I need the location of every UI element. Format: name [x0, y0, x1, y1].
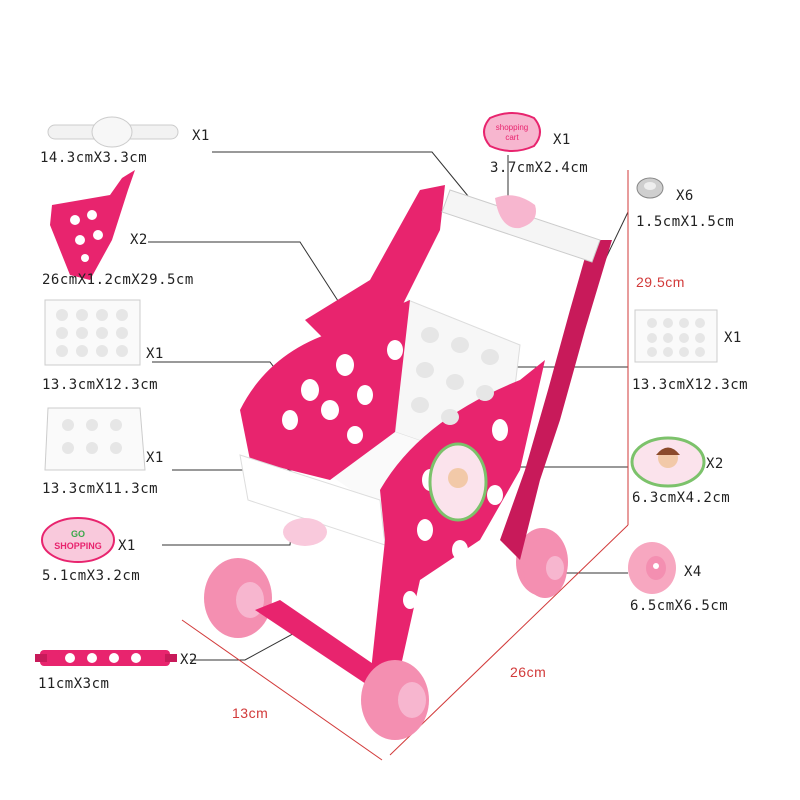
back-panel-size: 13.3cmX12.3cm — [42, 377, 159, 393]
handle-bar-size: 14.3cmX3.3cm — [40, 150, 148, 166]
bottom-panel-qty: X1 — [146, 450, 164, 466]
back-panel-qty: X1 — [146, 346, 164, 362]
leader-lines — [148, 151, 629, 661]
girl-sticker-image — [630, 436, 706, 488]
front-panel-image — [634, 309, 718, 363]
nut-size: 1.5cmX1.5cm — [636, 214, 735, 230]
axle-bar-size: 11cmX3cm — [38, 676, 110, 692]
girl-sticker-size: 6.3cmX4.2cm — [632, 490, 731, 506]
shopping-cart-main-image — [204, 185, 612, 740]
side-frame-size: 26cmX1.2cmX29.5cm — [42, 272, 194, 288]
back-panel-image — [44, 299, 141, 366]
svg-text:GO: GO — [71, 529, 85, 539]
nut-image — [636, 177, 664, 199]
shopping-cart-sticker-image: shopping cart — [483, 112, 541, 152]
svg-text:SHOPPING: SHOPPING — [54, 541, 102, 551]
svg-text:cart: cart — [505, 133, 519, 142]
bottom-panel-image — [44, 407, 146, 471]
girl-sticker-qty: X2 — [706, 456, 724, 472]
wheel-size: 6.5cmX6.5cm — [630, 598, 729, 614]
wheel-image — [628, 542, 676, 594]
wheel-qty: X4 — [684, 564, 702, 580]
front-panel-qty: X1 — [724, 330, 742, 346]
handle-bar-qty: X1 — [192, 128, 210, 144]
height-dimension: 29.5cm — [636, 274, 685, 290]
front-panel-size: 13.3cmX12.3cm — [632, 377, 749, 393]
axle-bar-qty: X2 — [180, 652, 198, 668]
width-dimension: 13cm — [232, 705, 269, 721]
handle-bar-image — [47, 116, 179, 148]
go-shopping-size: 5.1cmX3.2cm — [42, 568, 141, 584]
bottom-panel-size: 13.3cmX11.3cm — [42, 481, 159, 497]
sticker-size: 3.7cmX2.4cm — [490, 160, 589, 176]
dimension-lines — [181, 170, 629, 761]
sticker-qty: X1 — [553, 132, 571, 148]
length-dimension: 26cm — [510, 664, 547, 680]
axle-bar-image — [35, 650, 177, 666]
go-shopping-qty: X1 — [118, 538, 136, 554]
go-shopping-sticker-image: GO SHOPPING — [41, 517, 115, 563]
side-frame-image — [50, 170, 135, 280]
svg-text:shopping: shopping — [496, 123, 528, 132]
side-frame-qty: X2 — [130, 232, 148, 248]
nut-qty: X6 — [676, 188, 694, 204]
